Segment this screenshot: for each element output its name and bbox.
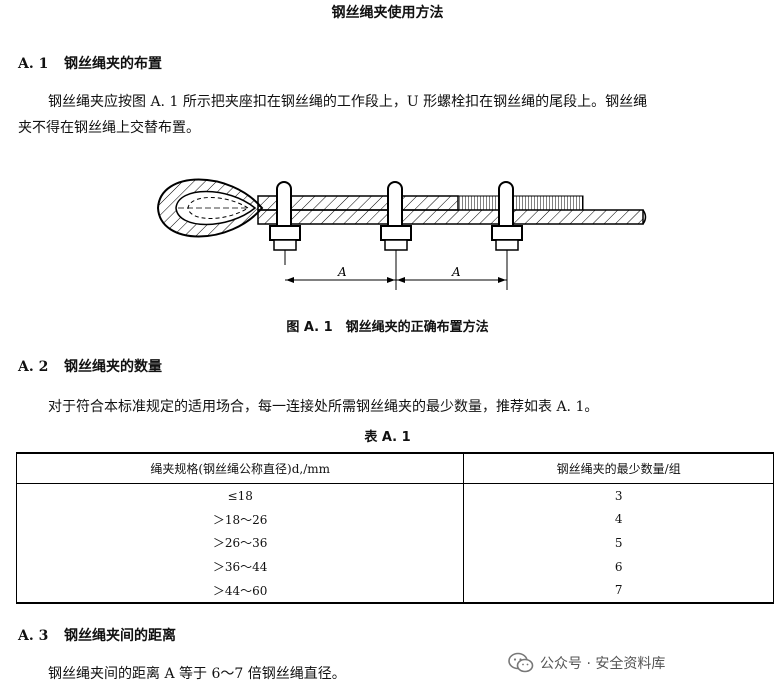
table-caption: 表 A. 1: [364, 430, 411, 445]
figure-caption: 图 A. 1 钢丝绳夹的正确布置方法: [286, 320, 489, 335]
dimension-label-a1: A: [337, 265, 347, 279]
table-cell: 4: [463, 507, 774, 532]
paragraph-line: 钢丝绳夹应按图 A. 1 所示把夹座扣在钢丝绳的工作段上，U 形螺栓扣在钢丝绳的…: [48, 94, 648, 110]
wire-rope-clip-figure: A A: [156, 178, 647, 290]
column-header-count: 钢丝绳夹的最少数量/组: [463, 452, 774, 484]
dimension-label-a2: A: [451, 265, 461, 279]
rope-working-section: [257, 195, 647, 225]
watermark-text: 公众号 · 安全资料库: [540, 656, 666, 672]
section-heading-a2: A. 2 钢丝绳夹的数量: [18, 356, 162, 376]
rope-clip-1: [269, 181, 301, 265]
paragraph-line: 钢丝绳夹间的距离 A 等于 6～7 倍钢丝绳直径。: [48, 666, 346, 682]
wechat-icon: [508, 652, 534, 673]
paragraph-a3: 钢丝绳夹间的距离 A 等于 6～7 倍钢丝绳直径。: [18, 661, 760, 687]
section-number: A. 3: [18, 628, 49, 644]
section-number: A. 2: [18, 359, 49, 375]
table-cell: ＞26～36: [15, 531, 465, 555]
paragraph-a2: 对于符合本标准规定的适用场合，每一连接处所需钢丝绳夹的最少数量，推荐如表 A. …: [18, 394, 760, 420]
document-title: 钢丝绳夹使用方法: [331, 5, 444, 21]
section-heading-a1: A. 1 钢丝绳夹的布置: [18, 53, 162, 73]
rope-eye-thimble: [156, 178, 264, 238]
paragraph-line: 夹不得在钢丝绳上交替布置。: [18, 120, 200, 136]
table-cell: ≤18: [15, 483, 465, 508]
section-number: A. 1: [18, 56, 49, 72]
table-cell: 5: [463, 531, 774, 555]
rope-clip-2: [380, 181, 412, 290]
watermark: 公众号 · 安全资料库: [508, 652, 665, 674]
paragraph-a1: 钢丝绳夹应按图 A. 1 所示把夹座扣在钢丝绳的工作段上，U 形螺栓扣在钢丝绳的…: [18, 89, 760, 141]
table-cell: ＞36～44: [15, 554, 465, 579]
section-title: 钢丝绳夹的数量: [64, 359, 162, 375]
dimension-lines: A A: [285, 265, 507, 283]
table-cell: ＞44～60: [15, 578, 465, 604]
section-heading-a3: A. 3 钢丝绳夹间的距离: [18, 625, 176, 645]
table-header-row: 绳夹规格(钢丝绳公称直径)d,/mm 钢丝绳夹的最少数量/组: [15, 452, 774, 484]
rope-clip-3: [491, 181, 523, 290]
table-cell: 7: [463, 578, 774, 604]
table-cell: 3: [463, 483, 774, 508]
column-header-spec: 绳夹规格(钢丝绳公称直径)d,/mm: [15, 452, 465, 484]
paragraph-line: 对于符合本标准规定的适用场合，每一连接处所需钢丝绳夹的最少数量，推荐如表 A. …: [48, 399, 599, 415]
table-cell: ＞18～26: [15, 507, 465, 532]
section-title: 钢丝绳夹的布置: [64, 56, 162, 72]
section-title: 钢丝绳夹间的距离: [64, 628, 176, 644]
table-cell: 6: [463, 554, 774, 579]
